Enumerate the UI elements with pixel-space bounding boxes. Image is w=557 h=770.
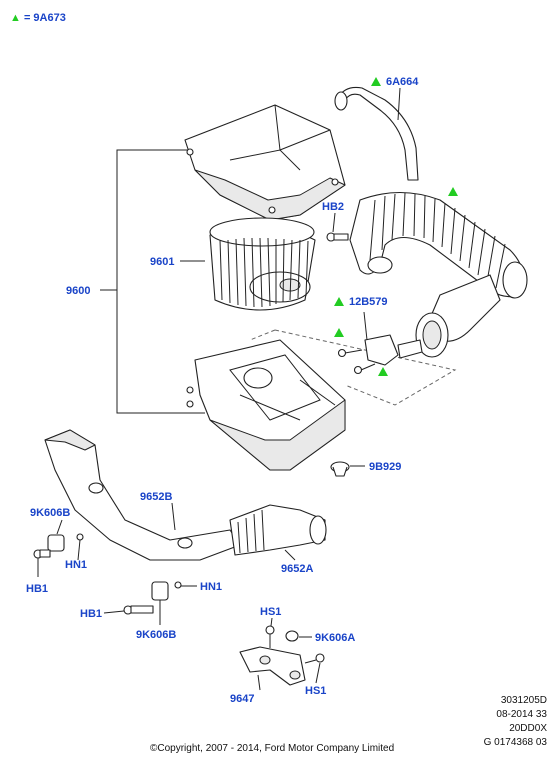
label-9652a: 9652A [281,563,313,575]
label-hn1-mid: HN1 [200,581,222,593]
label-hs1-bottom: HS1 [305,685,326,697]
meta-line-2: 08-2014 33 [496,709,547,720]
dashed-group-outline [274,329,457,406]
meta-line-1: 3031205D [500,695,547,706]
label-9k606a: 9K606A [315,632,355,644]
lower-intake-duct-end [229,504,327,556]
label-hb1-mid: HB1 [80,608,102,620]
mount-left-9k606b [33,533,84,559]
legend-text: = 9A673 [23,12,66,24]
label-hb1-left: HB1 [26,583,48,595]
bolt-hb2 [326,232,349,242]
label-hn1-left: HN1 [65,559,87,571]
sensor-bracket [337,334,423,375]
air-cleaner-lower-housing [186,339,346,471]
label-12b579: 12B579 [349,296,388,308]
label-hs1-top: HS1 [260,606,281,618]
breather-hose [334,86,419,181]
bracket-9647 [239,625,325,686]
meta-line-3: 20DD0X [509,723,547,734]
legend-triangle-icon: ▲ [10,12,21,24]
mount-middle-9k606b [123,581,182,615]
meta-line-4: G 0174368 03 [483,737,547,748]
copyright-text: ©Copyright, 2007 - 2014, Ford Motor Comp… [150,743,395,754]
legend: ▲ = 9A673 [10,12,66,24]
air-filter-element [209,217,316,311]
label-9k606b-mid: 9K606B [136,629,176,641]
marker-12b579-icon [334,297,344,306]
label-6a664: 6A664 [386,76,419,88]
marker-duct-icon [448,187,458,196]
label-9b929: 9B929 [369,461,401,473]
air-cleaner-cover [184,104,346,221]
label-9652b: 9652B [140,491,172,503]
leader-lines [37,87,401,691]
label-9647: 9647 [230,693,254,705]
marker-sensor-icon [378,367,388,376]
marker-bolt-icon [334,328,344,337]
resonator-tube [415,274,501,358]
label-hb2: HB2 [322,201,344,213]
grommet-9b929 [330,461,350,477]
part-labels: 6A664 HB2 9601 9600 12B579 9B929 9K606B … [26,76,419,705]
label-9600: 9600 [66,285,90,297]
label-9k606b-top: 9K606B [30,507,70,519]
intake-duct [349,191,528,299]
assembly-bracket-9600 [100,149,205,414]
marker-triangles [334,77,458,376]
marker-6a664-icon [371,77,381,86]
document-meta: 3031205D 08-2014 33 20DD0X G 0174368 03 [484,694,547,750]
label-9601: 9601 [150,256,174,268]
